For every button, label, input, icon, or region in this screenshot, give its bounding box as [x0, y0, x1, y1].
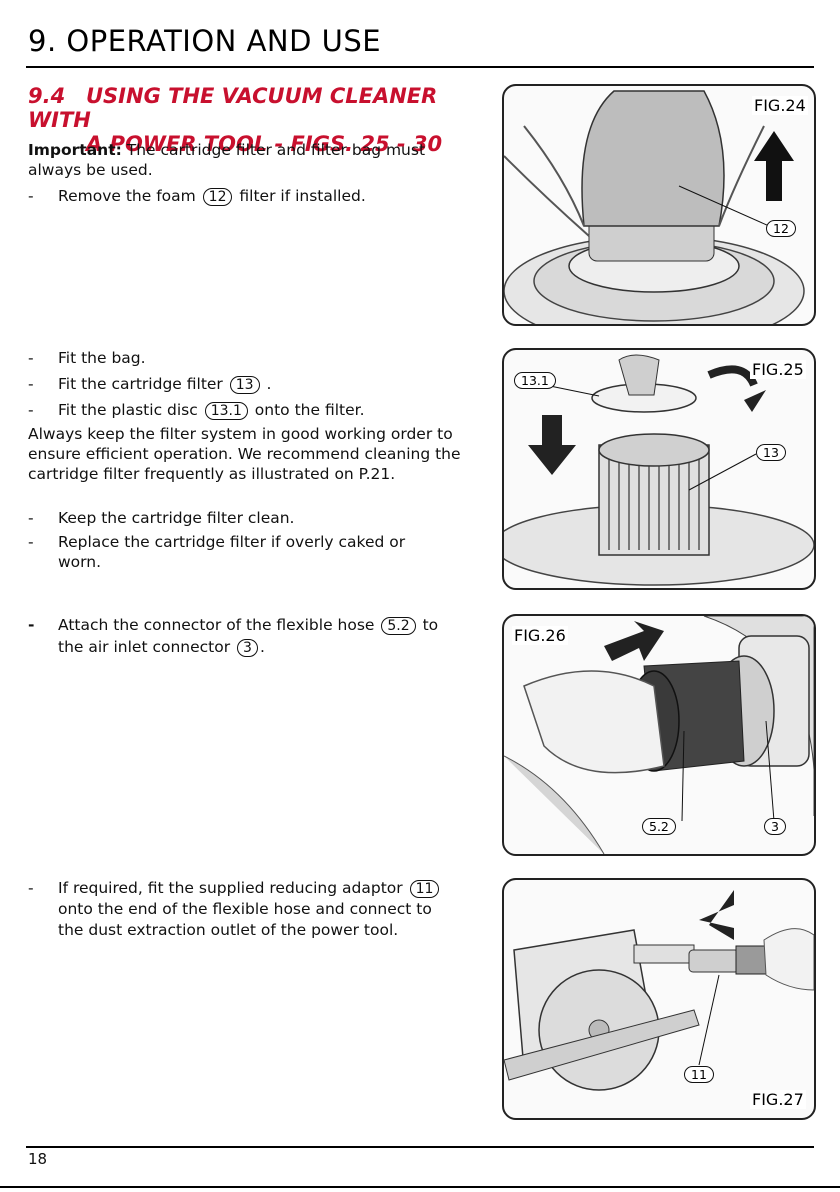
step-text: .: [261, 375, 272, 393]
bottom-border: [0, 1186, 840, 1188]
figure-26: FIG.26 5.2 3: [502, 614, 816, 856]
step-fit-disc: - Fit the plastic disc 13.1 onto the fil…: [28, 400, 478, 420]
list-dash: -: [28, 616, 35, 634]
step-keep-clean: - Keep the cartridge filter clean.: [28, 508, 478, 528]
step-attach-hose: - Attach the connector of the flexible h…: [28, 614, 468, 658]
step-fit-cartridge: - Fit the cartridge filter 13 .: [28, 374, 478, 394]
figure-24: FIG.24 12: [502, 84, 816, 326]
step-text: Replace the cartridge filter if overly c…: [58, 533, 406, 571]
figure-label: FIG.26: [512, 626, 568, 645]
part-ref: 13.1: [204, 402, 248, 420]
step-text: Remove the foam: [58, 187, 201, 205]
step-text: .: [259, 638, 265, 656]
title-divider: [26, 66, 814, 68]
list-dash: -: [28, 187, 34, 205]
step-text: to the air inlet connector: [58, 616, 439, 656]
step-text: Fit the cartridge filter: [58, 375, 228, 393]
fig25-illustration: [504, 354, 814, 586]
part-ref: 12: [202, 188, 233, 206]
page-title: 9. OPERATION AND USE: [28, 24, 382, 58]
callout-13: 13: [756, 444, 786, 461]
step-fit-bag: - Fit the bag.: [28, 348, 478, 368]
list-dash: -: [28, 879, 34, 897]
step-text: If required, fit the supplied reducing a…: [58, 879, 408, 897]
callout-11: 11: [684, 1066, 714, 1083]
step-text: onto the end of the flexible hose and co…: [58, 900, 432, 939]
part-ref: 11: [409, 880, 440, 898]
step-replace-filter: - Replace the cartridge filter if overly…: [28, 532, 448, 572]
step-text: filter if installed.: [234, 187, 366, 205]
step-text: Fit the plastic disc: [58, 401, 203, 419]
step-reducing-adaptor: - If required, fit the supplied reducing…: [28, 878, 448, 941]
step-remove-foam: - Remove the foam 12 filter if installed…: [28, 186, 478, 206]
list-dash: -: [28, 349, 34, 367]
fig27-illustration: [504, 890, 814, 1091]
callout-5-2: 5.2: [642, 818, 676, 835]
callout-13-1: 13.1: [514, 372, 556, 389]
part-ref: 13: [229, 376, 260, 394]
list-dash: -: [28, 509, 34, 527]
part-ref: 5.2: [381, 617, 416, 635]
step-text: Keep the cartridge filter clean.: [58, 509, 295, 527]
important-label: Important:: [28, 141, 122, 159]
step-text: Fit the bag.: [58, 349, 146, 367]
section-title-line2: A POWER TOOL - FIGS. 25 - 30: [86, 132, 443, 156]
list-dash: -: [28, 375, 34, 393]
callout-3: 3: [764, 818, 786, 835]
list-dash: -: [28, 533, 34, 551]
fig24-illustration: [504, 90, 805, 324]
filter-maintenance-note: Always keep the filter system in good wo…: [28, 425, 461, 483]
page-number: 18: [28, 1150, 48, 1168]
figure-label: FIG.24: [752, 96, 808, 115]
list-dash: -: [28, 401, 34, 419]
part-ref: 3: [237, 639, 258, 657]
figure-27: 11 FIG.27: [502, 878, 816, 1120]
callout-12: 12: [766, 220, 796, 237]
step-text: onto the filter.: [249, 401, 365, 419]
figure-label: FIG.27: [750, 1090, 806, 1109]
section-number: 9.4: [28, 84, 66, 108]
important-note: Important: The cartridge filter and filt…: [28, 140, 478, 180]
step-text: Attach the connector of the flexible hos…: [58, 616, 380, 634]
fig26-illustration: [504, 616, 814, 854]
figure-25: FIG.25 13.1 13: [502, 348, 816, 590]
section-title-line1: USING THE VACUUM CLEANER WITH: [28, 84, 438, 132]
footer-divider: [26, 1146, 814, 1148]
figure-label: FIG.25: [750, 360, 806, 379]
important-text: The cartridge filter and filter bag must…: [28, 141, 426, 179]
